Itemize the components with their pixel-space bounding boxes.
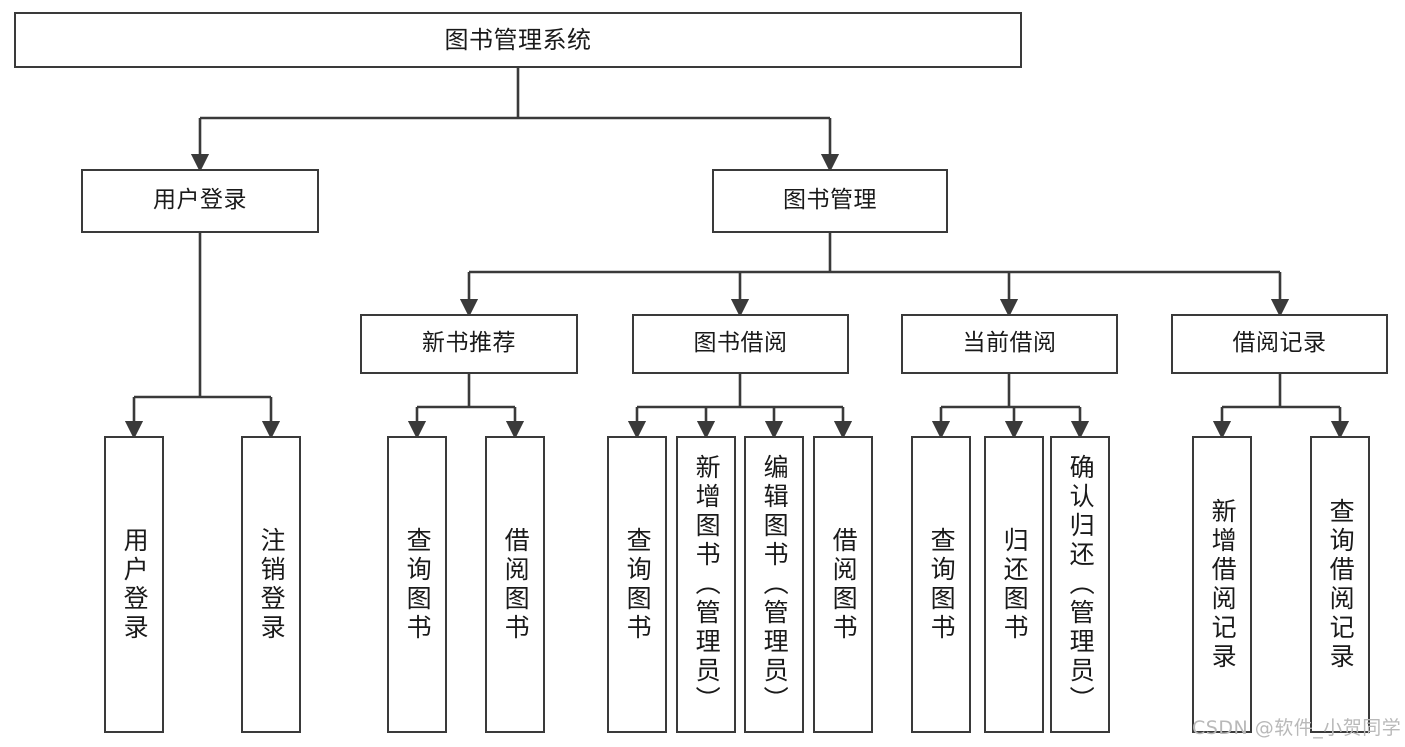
node-leaf-borrow-book-2[interactable]: 借阅图书	[813, 436, 873, 733]
node-current-borrow-label: 当前借阅	[962, 330, 1057, 357]
node-user-login-label: 用户登录	[153, 187, 247, 214]
node-leaf-edit-book-label: 编辑图书（管理员）	[760, 454, 790, 715]
node-leaf-user-login[interactable]: 用户登录	[104, 436, 164, 733]
node-book-manage-label: 图书管理	[783, 187, 877, 214]
node-leaf-query-record-label: 查询借阅记录	[1326, 497, 1356, 672]
node-current-borrow[interactable]: 当前借阅	[901, 314, 1118, 374]
node-leaf-add-record[interactable]: 新增借阅记录	[1192, 436, 1252, 733]
node-borrow-record-label: 借阅记录	[1232, 330, 1327, 357]
node-book-borrow-label: 图书借阅	[693, 330, 788, 357]
node-new-book-recommend[interactable]: 新书推荐	[360, 314, 578, 374]
node-book-borrow[interactable]: 图书借阅	[632, 314, 849, 374]
node-root-label: 图书管理系统	[444, 25, 592, 54]
node-leaf-return-book[interactable]: 归还图书	[984, 436, 1044, 733]
node-leaf-return-book-label: 归还图书	[1000, 526, 1030, 643]
node-new-book-recommend-label: 新书推荐	[422, 330, 516, 357]
node-leaf-user-login-label: 用户登录	[120, 526, 150, 643]
node-leaf-confirm-return[interactable]: 确认归还（管理员）	[1050, 436, 1110, 733]
node-leaf-confirm-return-label: 确认归还（管理员）	[1066, 454, 1096, 715]
node-leaf-borrow-book-1-label: 借阅图书	[501, 526, 531, 643]
node-leaf-add-book-label: 新增图书（管理员）	[692, 454, 722, 715]
node-leaf-query-book-3[interactable]: 查询图书	[911, 436, 971, 733]
node-leaf-borrow-book-1[interactable]: 借阅图书	[485, 436, 545, 733]
node-leaf-add-record-label: 新增借阅记录	[1208, 497, 1238, 672]
node-root-system[interactable]: 图书管理系统	[14, 12, 1022, 68]
node-leaf-borrow-book-2-label: 借阅图书	[829, 526, 859, 643]
node-leaf-query-record[interactable]: 查询借阅记录	[1310, 436, 1370, 733]
node-leaf-query-book-2[interactable]: 查询图书	[607, 436, 667, 733]
node-leaf-query-book-1[interactable]: 查询图书	[387, 436, 447, 733]
node-leaf-add-book[interactable]: 新增图书（管理员）	[676, 436, 736, 733]
csdn-watermark: CSDN @软件_小贺同学	[1192, 717, 1402, 739]
node-book-manage[interactable]: 图书管理	[712, 169, 948, 233]
node-user-login[interactable]: 用户登录	[81, 169, 319, 233]
node-leaf-logout-login[interactable]: 注销登录	[241, 436, 301, 733]
node-leaf-query-book-1-label: 查询图书	[403, 526, 433, 643]
node-leaf-logout-login-label: 注销登录	[257, 526, 287, 643]
node-leaf-query-book-3-label: 查询图书	[927, 526, 957, 643]
node-borrow-record[interactable]: 借阅记录	[1171, 314, 1388, 374]
node-leaf-edit-book[interactable]: 编辑图书（管理员）	[744, 436, 804, 733]
node-leaf-query-book-2-label: 查询图书	[623, 526, 653, 643]
